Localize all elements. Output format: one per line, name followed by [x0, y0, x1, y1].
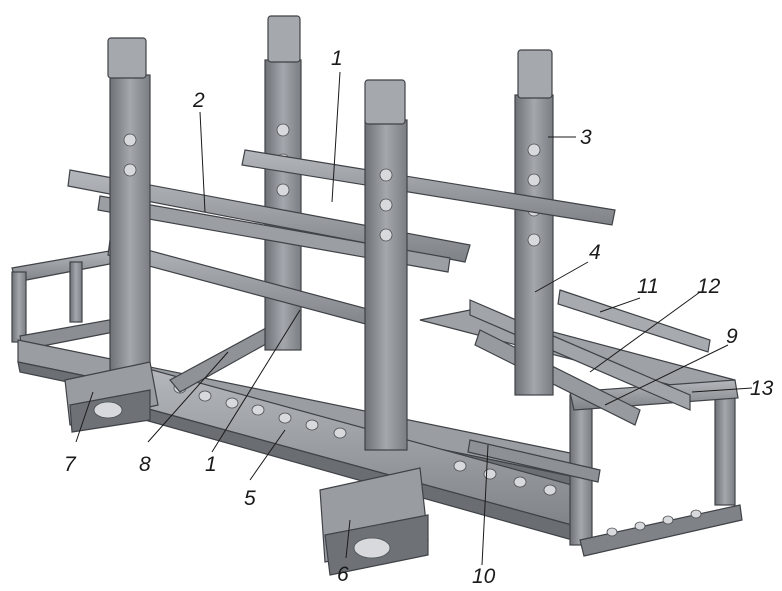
callout-12: 12: [697, 275, 721, 298]
foot-bracket-left: [64, 361, 159, 433]
callout-7: 7: [64, 453, 76, 476]
callout-3: 3: [580, 126, 592, 149]
front-right-post: [364, 79, 408, 451]
upper-crossbeam-rear: [241, 149, 616, 226]
callout-10: 10: [472, 565, 496, 588]
callout-6: 6: [337, 563, 349, 586]
callout-2: 2: [193, 89, 205, 112]
foot-bracket-right: [319, 467, 429, 576]
leader-lines: [75, 71, 753, 566]
rear-right-post: [514, 49, 554, 396]
callout-1-bottom: 1: [205, 453, 217, 476]
front-left-post: [107, 37, 151, 406]
callout-1-top: 1: [331, 47, 343, 70]
callout-8: 8: [139, 453, 151, 476]
callout-9: 9: [726, 325, 738, 348]
rear-base-frame: [11, 249, 125, 351]
callout-5: 5: [244, 487, 256, 510]
callout-4: 4: [589, 241, 601, 264]
callout-13: 13: [750, 377, 774, 400]
callout-11: 11: [637, 275, 659, 298]
